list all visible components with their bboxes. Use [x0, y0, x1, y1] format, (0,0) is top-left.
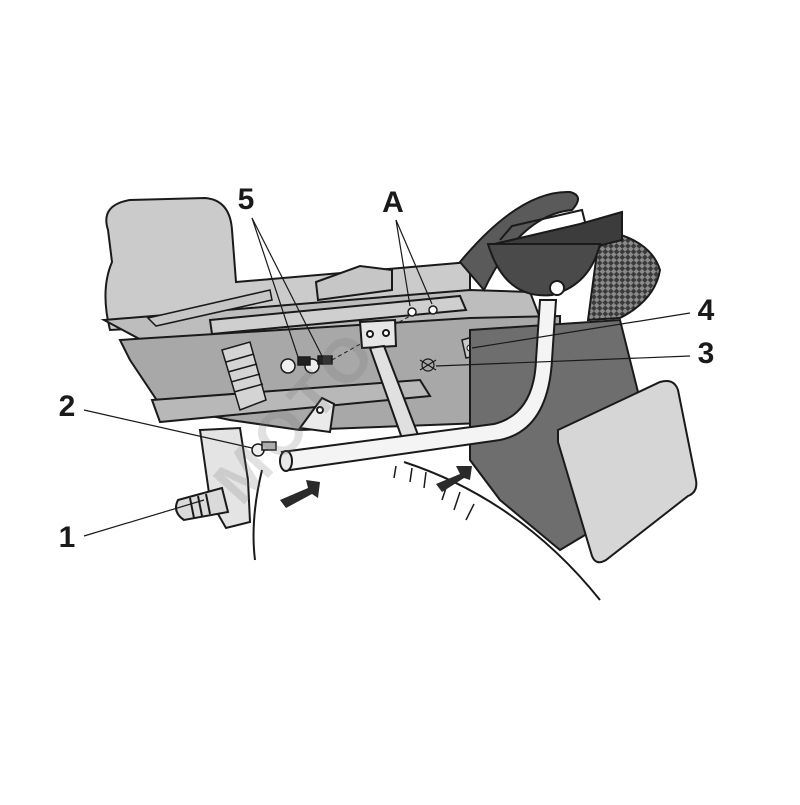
bolt-2 [251, 441, 277, 457]
callout-2: 2 [58, 390, 76, 423]
footpeg-bracket [175, 426, 252, 530]
leader-lines [83, 217, 691, 537]
callout-5: 5 [237, 183, 255, 216]
frame-rail [208, 294, 468, 336]
insert-arrow-left [280, 480, 320, 508]
tail-light [586, 228, 662, 322]
rubber-damper [221, 341, 267, 411]
callout-3: 3 [697, 337, 715, 370]
bolts-5 [280, 355, 333, 374]
fastener-3 [419, 358, 437, 372]
callout-4: 4 [697, 294, 715, 327]
callout-1: 1 [58, 521, 76, 554]
lower-rail [150, 378, 432, 424]
upright-bracket [358, 318, 422, 446]
side-rack-frame [279, 299, 558, 472]
wheel-arc [403, 461, 601, 601]
callout-a: A [382, 186, 404, 219]
license-plate [557, 380, 698, 564]
insert-arrow-right [436, 466, 472, 492]
seat-cap [486, 208, 623, 297]
